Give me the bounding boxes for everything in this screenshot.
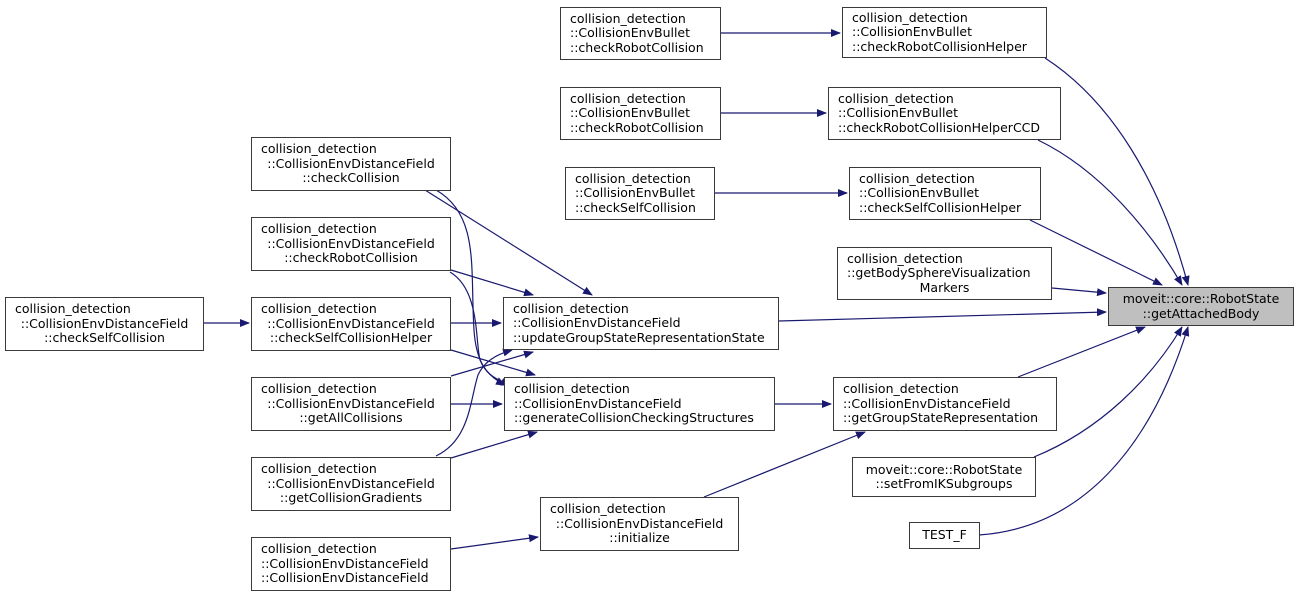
node-line: ::checkRobotCollisionHelper [852,38,1027,54]
edge-gradients-to-update [435,348,513,457]
node-line: collision_detection [838,90,954,106]
node-line: ::CollisionEnvBullet [570,105,691,121]
node-line: collision_detection [550,501,666,517]
node-line: ::CollisionEnvDistanceField [513,315,681,331]
edge-selfhelper-to-generate [450,349,536,377]
edge-markers-to-target [1051,287,1107,297]
node-df-checkCollision[interactable]: collision_detection ::CollisionEnvDistan… [251,137,451,191]
node-line: collision_detection [513,300,629,316]
node-line: ::CollisionEnvBullet [859,185,980,201]
node-line: ::CollisionEnvDistanceField [267,475,435,491]
node-line: ::checkSelfCollisionHelper [269,330,433,346]
node-line: collision_detection [261,541,377,557]
node-df-generateCollisionCheckingStructures[interactable]: collision_detection ::CollisionEnvDistan… [504,377,775,431]
edge-helper-to-target [1044,57,1190,286]
node-df-getCollisionGradients[interactable]: collision_detection ::CollisionEnvDistan… [251,457,451,511]
node-bullet-checkRobotCollisionHelper[interactable]: collision_detection ::CollisionEnvBullet… [842,7,1047,58]
edge-update-to-target [778,308,1107,322]
node-line: ::checkCollision [302,170,400,186]
node-line: collision_detection [261,221,377,237]
node-line: ::getGroupStateRepresentation [843,410,1039,426]
node-line: ::checkRobotCollision [570,119,704,135]
edge-gradients-to-generate [450,430,538,459]
node-test-f[interactable]: TEST_F [909,522,980,549]
node-bullet-checkSelfCollisionHelper[interactable]: collision_detection ::CollisionEnvBullet… [849,167,1041,220]
edge-helperCCD-to-target [1037,139,1183,286]
node-line: ::CollisionEnvDistanceField [555,515,724,531]
node-df-checkRobotCollision[interactable]: collision_detection ::CollisionEnvDistan… [251,217,451,271]
node-line: collision_detection [261,301,377,317]
node-line: collision_detection [852,9,968,25]
node-line: collision_detection [570,90,686,106]
node-line: collision_detection [261,141,377,157]
edge-checkCollision-to-update [424,189,593,296]
node-line: ::CollisionEnvBullet [838,105,959,121]
node-line: ::CollisionEnvDistanceField [261,555,429,571]
node-line: ::CollisionEnvDistanceField [514,395,682,411]
node-line: moveit::core::RobotState [1122,291,1280,306]
edge-checkRobotCollision-to-generate [449,271,511,386]
node-line: ::CollisionEnvDistanceField [843,395,1011,411]
node-setFromIKSubgroups[interactable]: moveit::core::RobotState ::setFromIKSubg… [852,457,1036,497]
edge-ctor-to-initialize [450,534,539,550]
node-line: collision_detection [261,381,377,397]
node-line: collision_detection [570,10,686,26]
node-line: collision_detection [843,381,959,397]
node-line: ::getAttachedBody [1142,305,1260,321]
node-line: ::CollisionEnvBullet [852,24,973,40]
node-df-checkSelfCollisionHelper[interactable]: collision_detection ::CollisionEnvDistan… [251,297,451,351]
node-line: collision_detection [514,381,630,397]
node-bullet-checkRobotCollisionHelperCCD[interactable]: collision_detection ::CollisionEnvBullet… [828,87,1061,140]
node-line: moveit::core::RobotState [865,461,1023,477]
node-line: collision_detection [847,250,963,266]
node-line: ::CollisionEnvBullet [575,185,696,201]
node-line: ::CollisionEnvDistanceField [267,315,435,331]
node-line: ::CollisionEnvDistanceField [267,235,435,251]
node-line: collision_detection [859,170,975,186]
node-df-getGroupStateRepresentation[interactable]: collision_detection ::CollisionEnvDistan… [833,377,1057,431]
node-line: ::generateCollisionCheckingStructures [514,410,754,426]
edge-initialize-to-getGroupState [703,431,866,498]
node-line: Markers [919,279,970,295]
node-line: ::setFromIKSubgroups [875,476,1013,491]
node-line: ::CollisionEnvDistanceField [20,315,189,331]
node-getBodySphereVisualizationMarkers[interactable]: collision_detection ::getBodySphereVisua… [837,247,1052,300]
edge-selfhelper-to-target [1029,219,1163,286]
edge-setFromIK-to-target [1033,326,1183,458]
node-line: ::checkSelfCollisionHelper [859,199,1022,215]
node-line: ::CollisionEnvBullet [570,25,691,41]
node-line: ::checkRobotCollision [284,250,418,266]
node-line: ::getBodySphereVisualization [847,265,1031,281]
node-line: ::checkRobotCollisionHelperCCD [838,119,1041,135]
node-line: collision_detection [575,170,691,186]
node-bullet-checkRobotCollision-2[interactable]: collision_detection ::CollisionEnvBullet… [560,87,721,140]
node-line: collision_detection [261,461,377,477]
node-bullet-checkRobotCollision-1[interactable]: collision_detection ::CollisionEnvBullet… [560,7,721,60]
node-line: ::updateGroupStateRepresentationState [513,329,765,345]
edge-checkRobotCollision-to-update [450,269,534,297]
edge-getAllCollisions-to-update [450,350,534,377]
node-line: ::getAllCollisions [299,410,403,426]
node-line: TEST_F [922,527,967,543]
node-line: ::CollisionEnvDistanceField [267,155,435,171]
node-target-getAttachedBody: moveit::core::RobotState ::getAttachedBo… [1108,287,1294,326]
node-line: ::checkSelfCollision [575,199,696,215]
node-line: collision_detection [15,301,131,317]
node-line: ::CollisionEnvDistanceField [267,395,435,411]
node-df-updateGroupStateRepresentationState[interactable]: collision_detection ::CollisionEnvDistan… [503,297,779,350]
node-df-getAllCollisions[interactable]: collision_detection ::CollisionEnvDistan… [251,377,451,431]
node-line: ::checkSelfCollision [44,330,165,346]
node-df-CollisionEnvDistanceField-ctor[interactable]: collision_detection ::CollisionEnvDistan… [251,537,451,591]
edge-getGroupState-to-target [1017,326,1146,378]
node-line: ::CollisionEnvDistanceField [261,570,429,586]
node-line: ::getCollisionGradients [279,490,423,506]
edge-testf-to-target [978,326,1190,536]
node-line: ::checkRobotCollision [570,39,704,55]
node-df-initialize[interactable]: collision_detection ::CollisionEnvDistan… [540,497,739,551]
node-line: ::initialize [609,530,670,546]
node-bullet-checkSelfCollision[interactable]: collision_detection ::CollisionEnvBullet… [565,167,715,220]
node-df-checkSelfCollision[interactable]: collision_detection ::CollisionEnvDistan… [5,297,204,351]
